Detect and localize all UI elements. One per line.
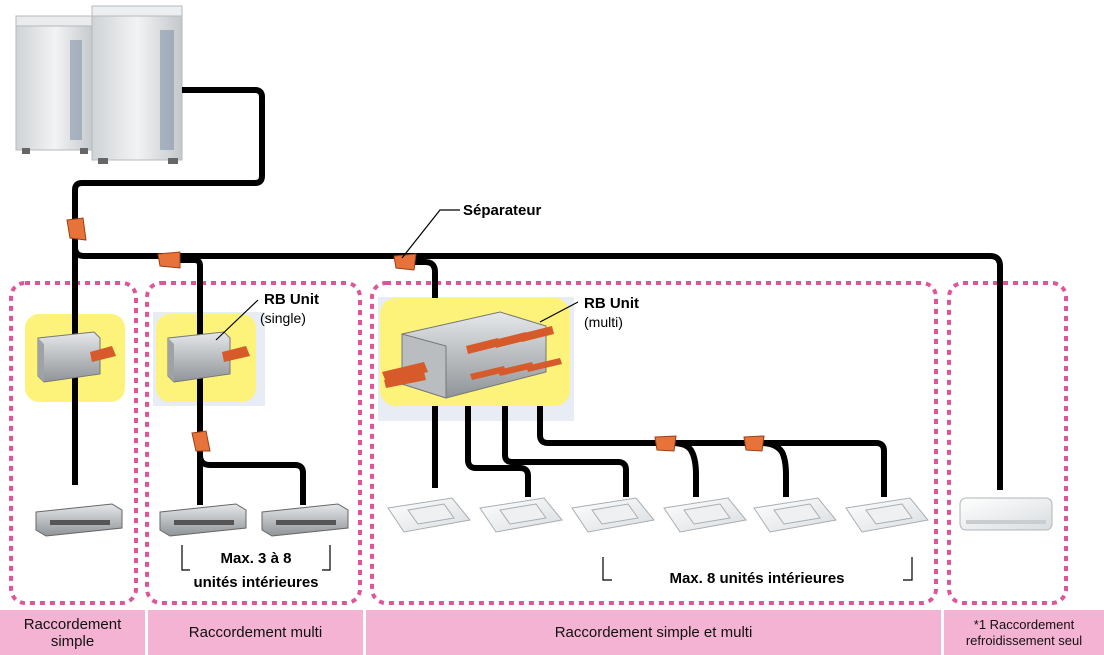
duct-unit: [35, 503, 123, 537]
footer-col-cooling-only-line2: refroidissement seul: [965, 632, 1083, 648]
separator-joint: [191, 430, 211, 452]
wall-mounted-unit: [959, 497, 1053, 531]
separator-joint: [66, 217, 87, 241]
cassette-unit: [753, 497, 837, 533]
rb-unit-multi-sublabel: (multi): [584, 314, 623, 330]
frame-simple-multi: [370, 281, 938, 605]
cassette-unit: [571, 497, 655, 533]
footer-col-multi-text: Raccordement multi: [188, 624, 323, 641]
separator-joint: [654, 435, 677, 452]
rb-unit-multi-label: RB Unit: [584, 295, 639, 312]
rb-unit-single: [167, 331, 250, 383]
callouts: [181, 209, 913, 581]
rb-unit-multi: [382, 311, 562, 399]
separators: [66, 217, 765, 452]
duct-unit: [261, 503, 349, 537]
footer-col-multi: Raccordement multi: [148, 610, 363, 655]
frame-cooling-only: [947, 281, 1068, 605]
cassette-unit: [845, 497, 929, 533]
separator-joint: [393, 253, 417, 271]
cassette-unit: [387, 497, 471, 533]
footer-col-cooling-only: *1 Raccordement refroidissement seul: [944, 610, 1104, 655]
indoor-duct-units: [35, 503, 349, 537]
rb-unit-simple: [37, 331, 116, 383]
footer-col-simple-multi: Raccordement simple et multi: [366, 610, 941, 655]
separator-joint: [743, 435, 765, 452]
max-simple-multi-label: Max. 8 unités intérieures: [669, 570, 844, 587]
frame-simple: [9, 281, 138, 605]
footer-col-simple: Raccordement simple: [0, 610, 145, 655]
indoor-cassette-units: [387, 497, 929, 533]
group-frames: [9, 281, 1068, 605]
footer-col-simple-text: Raccordement simple: [23, 615, 122, 650]
rb-unit-single-sublabel: (single): [260, 310, 306, 326]
separator-joint: [157, 251, 181, 269]
duct-unit: [159, 503, 247, 537]
rb-unit-single-label: RB Unit: [264, 291, 319, 308]
frame-multi: [145, 281, 362, 605]
refrigerant-piping: [72, 87, 1003, 505]
footer-col-simple-multi-text: Raccordement simple et multi: [554, 624, 753, 641]
outdoor-unit: [15, 5, 183, 164]
cassette-unit: [663, 497, 747, 533]
cassette-unit: [479, 497, 563, 533]
separator-label: Séparateur: [463, 202, 542, 219]
footer-col-cooling-only-line1: *1 Raccordement: [973, 616, 1075, 632]
max-multi-label-line1: Max. 3 à 8: [221, 550, 292, 567]
max-multi-label-line2: unités intérieures: [193, 574, 318, 591]
